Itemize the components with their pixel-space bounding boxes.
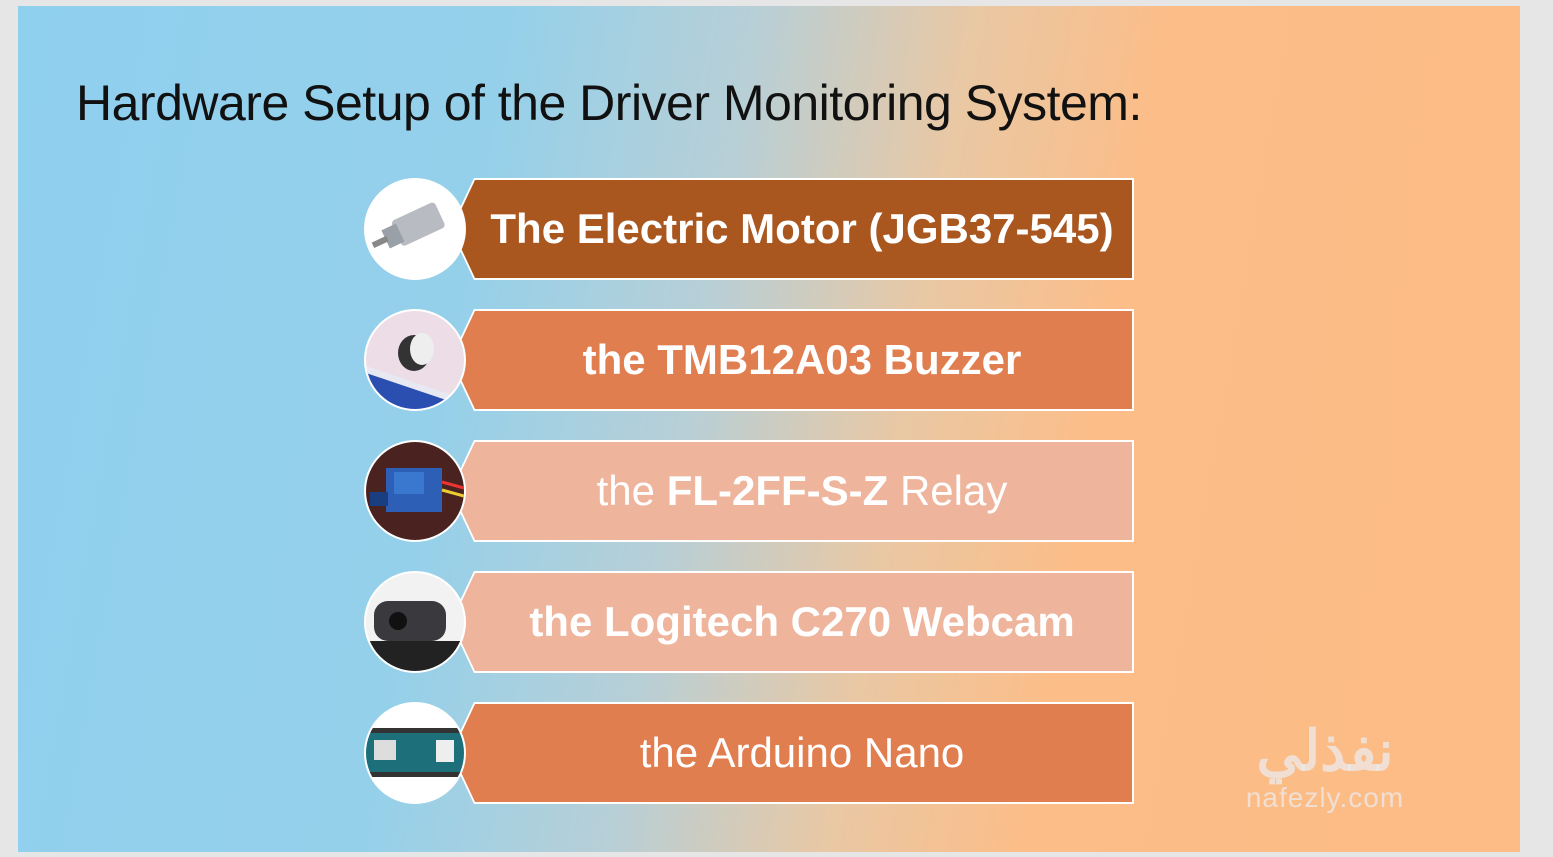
item-label: The Electric Motor (JGB37-545) xyxy=(452,180,1132,278)
slide-title: Hardware Setup of the Driver Monitoring … xyxy=(76,75,1142,131)
motor-image xyxy=(364,178,466,280)
watermark-arabic: نفذلي xyxy=(1256,719,1394,782)
slide: Hardware Setup of the Driver Monitoring … xyxy=(18,6,1520,852)
item-bar: The Electric Motor (JGB37-545) xyxy=(450,178,1134,280)
watermark-latin: nafezly.com xyxy=(1245,782,1405,813)
label-prefix: the xyxy=(596,467,667,514)
watermark: نفذلي nafezly.com xyxy=(1230,720,1420,814)
label-bold: FL-2FF-S-Z xyxy=(666,467,889,514)
item-label: the Arduino Nano xyxy=(452,704,1132,802)
item-label: the Logitech C270 Webcam xyxy=(452,573,1132,671)
item-bar: the Arduino Nano xyxy=(450,702,1134,804)
list-item-relay: the FL-2FF-S-Z Relay xyxy=(364,440,1134,542)
label-suffix: Relay xyxy=(888,467,1008,514)
buzzer-image xyxy=(364,309,466,411)
item-bar: the TMB12A03 Buzzer xyxy=(450,309,1134,411)
list-item-motor: The Electric Motor (JGB37-545) xyxy=(364,178,1134,280)
list-item-webcam: the Logitech C270 Webcam xyxy=(364,571,1134,673)
webcam-image xyxy=(364,571,466,673)
item-bar: the FL-2FF-S-Z Relay xyxy=(450,440,1134,542)
arduino-image xyxy=(364,702,466,804)
item-label: the FL-2FF-S-Z Relay xyxy=(452,442,1132,540)
list-item-buzzer: the TMB12A03 Buzzer xyxy=(364,309,1134,411)
list-item-arduino: the Arduino Nano xyxy=(364,702,1134,804)
relay-image xyxy=(364,440,466,542)
item-bar: the Logitech C270 Webcam xyxy=(450,571,1134,673)
item-label: the TMB12A03 Buzzer xyxy=(452,311,1132,409)
